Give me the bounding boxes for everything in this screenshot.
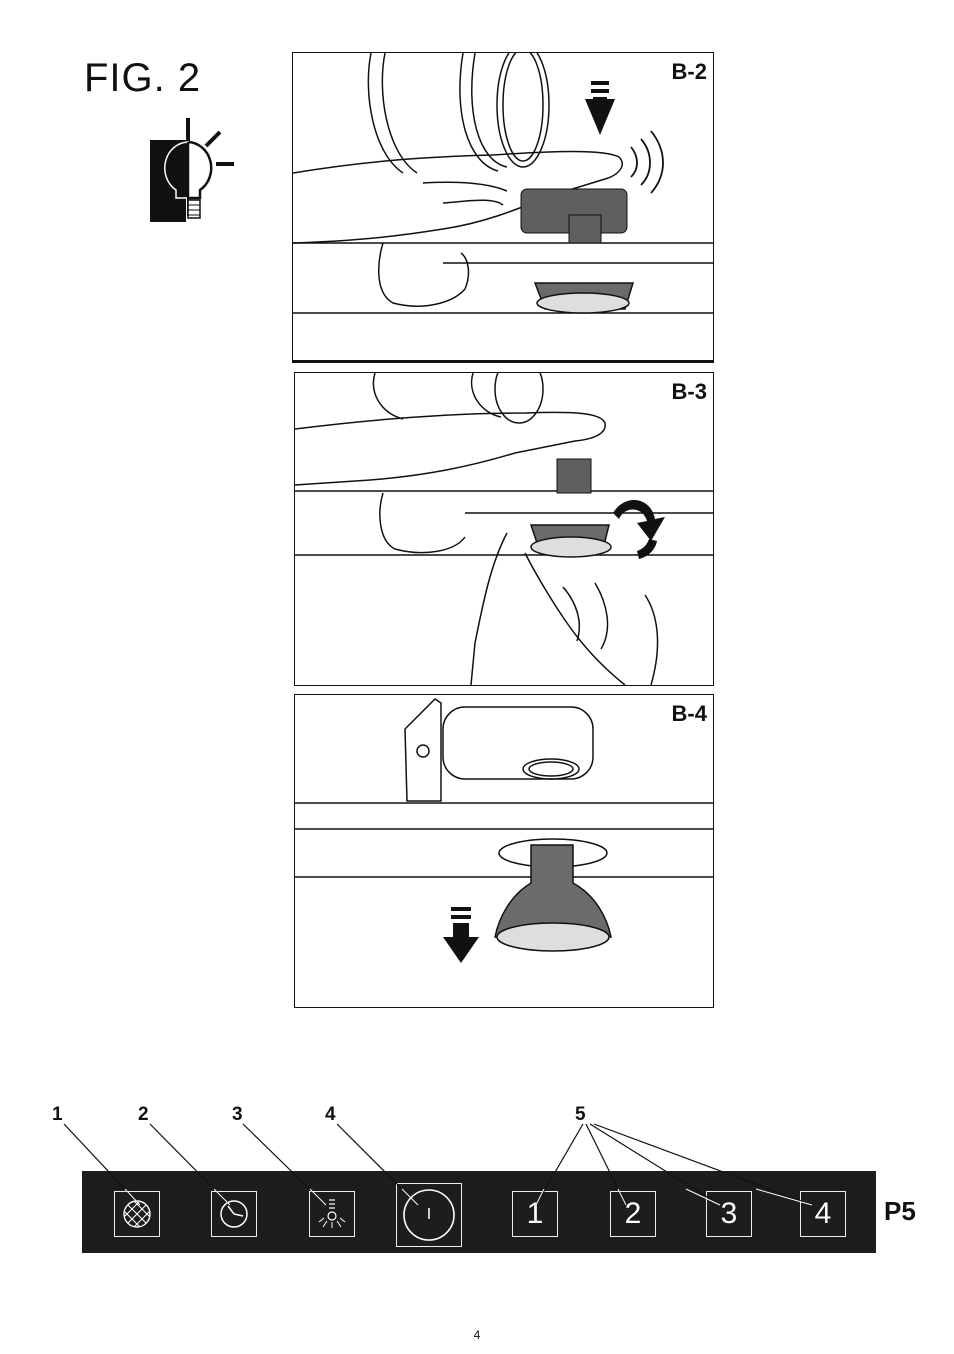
control-panel-code: P5: [884, 1196, 916, 1227]
panel-label: B-3: [672, 379, 707, 405]
speed-4-button[interactable]: 4: [800, 1191, 846, 1237]
callout-3: 3: [232, 1104, 243, 1126]
speed-2-button[interactable]: 2: [610, 1191, 656, 1237]
figure-title: FIG. 2: [84, 56, 201, 101]
timer-clock-icon: [218, 1198, 250, 1230]
callout-2: 2: [138, 1104, 149, 1126]
light-bulb-icon: [148, 116, 240, 226]
callout-4: 4: [325, 1104, 336, 1126]
control-panel: I 1 2 3 4: [82, 1171, 876, 1253]
grease-filter-button[interactable]: [114, 1191, 160, 1237]
illustration-b4: [295, 695, 713, 1007]
light-button[interactable]: [309, 1191, 355, 1237]
panel-label: B-4: [672, 701, 707, 727]
speed-3-button[interactable]: 3: [706, 1191, 752, 1237]
power-button[interactable]: I: [396, 1183, 462, 1247]
power-symbol: I: [397, 1184, 461, 1246]
panel-label: B-2: [672, 59, 707, 85]
panel-b3: B-3: [294, 372, 714, 686]
illustration-b2: [293, 53, 713, 362]
page-number: 4: [0, 1328, 954, 1342]
panel-b4: B-4: [294, 694, 714, 1008]
panel-b2: B-2: [292, 52, 714, 363]
callout-5: 5: [575, 1104, 586, 1126]
grease-filter-icon: [122, 1199, 152, 1229]
illustration-b3: [295, 373, 713, 685]
light-icon: [315, 1197, 349, 1231]
speed-1-button[interactable]: 1: [512, 1191, 558, 1237]
timer-button[interactable]: [211, 1191, 257, 1237]
callout-1: 1: [52, 1104, 63, 1126]
